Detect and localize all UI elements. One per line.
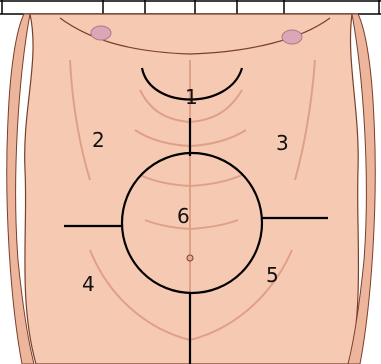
right-nipple: [282, 30, 302, 44]
region-label-5: 5: [266, 263, 279, 287]
torso-body: [25, 14, 359, 364]
region-label-1: 1: [185, 85, 198, 109]
region-label-3: 3: [276, 131, 289, 155]
region-label-6: 6: [177, 204, 190, 228]
navel: [187, 255, 193, 261]
top-table-border: [0, 0, 381, 14]
region-label-2: 2: [92, 128, 105, 152]
region-label-4: 4: [82, 272, 95, 296]
left-nipple: [91, 26, 111, 40]
